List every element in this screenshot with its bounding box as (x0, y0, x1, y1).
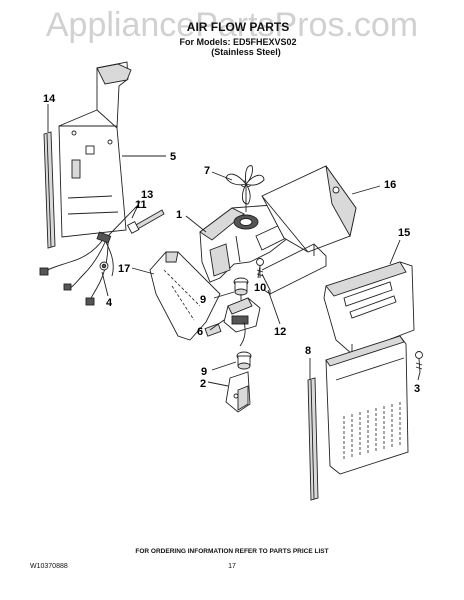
variant-line: (Stainless Steel) (211, 47, 281, 57)
callout-1: 1 (176, 209, 182, 221)
ordering-note: FOR ORDERING INFORMATION REFER TO PARTS … (135, 548, 328, 555)
part-15-evaporator-cover (323, 261, 415, 355)
part-2-motor-bracket (225, 371, 251, 413)
callout-5: 5 (170, 151, 176, 163)
callout-4: 4 (106, 297, 113, 309)
callout-17: 17 (118, 263, 130, 275)
page-title: AIR FLOW PARTS (187, 20, 289, 34)
part-8-seal-strip (307, 377, 319, 501)
rear-duct-panel (325, 335, 409, 475)
part-17-side-panel (149, 251, 221, 341)
watermark-logo: AppliancePartsPros.com (46, 6, 418, 44)
callout-7: 7 (204, 165, 210, 177)
callout-3: 3 (414, 383, 420, 395)
part-3-screw (415, 351, 423, 373)
part-12-bracket (261, 243, 327, 296)
callout-6: 6 (197, 326, 203, 338)
callout-13: 13 (141, 189, 153, 201)
part-16-upper-duct (261, 165, 357, 253)
model-line: For Models: ED5FHEXVS02 (179, 37, 296, 47)
callout-10: 10 (254, 282, 266, 294)
callout-14: 14 (43, 93, 56, 105)
part-14-gasket-strip (43, 131, 56, 249)
callout-2: 2 (200, 378, 206, 390)
part-11-wire-harness (39, 231, 114, 306)
part-9-lower-grommet (236, 351, 252, 370)
part-7-fan-blade (225, 165, 265, 212)
part-5-duct-cover (58, 61, 132, 238)
leader-lines (47, 104, 421, 387)
callout-12: 12 (274, 326, 286, 338)
callout-15: 15 (398, 227, 410, 239)
callout-16: 16 (384, 179, 396, 191)
callout-8: 8 (305, 345, 311, 357)
callout-11: 11 (135, 199, 147, 211)
callout-9-upper: 9 (200, 294, 206, 306)
callout-labels: 14 5 7 16 13 1 11 15 17 10 9 4 6 12 8 9 … (43, 93, 420, 395)
callout-9-lower: 9 (201, 366, 207, 378)
part-6-fan-motor (204, 294, 261, 347)
page-number: 17 (228, 563, 236, 570)
part-13-pin (126, 209, 165, 234)
document-number: W10370888 (30, 563, 68, 570)
part-9-upper-grommet (233, 277, 249, 296)
